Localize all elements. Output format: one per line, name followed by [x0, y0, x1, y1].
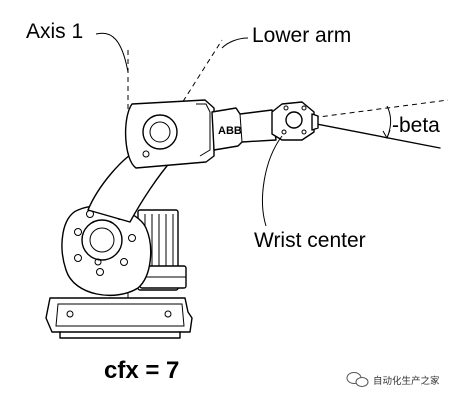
axis1-leader	[95, 32, 129, 73]
beta-arrowhead	[382, 129, 391, 140]
beta-tool-line	[295, 119, 441, 149]
beta-reference-line	[295, 99, 449, 121]
axis1-label: Axis 1	[26, 20, 83, 43]
axis2-housing	[61, 205, 152, 296]
wrist-assembly	[271, 101, 319, 141]
wechat-icon	[346, 372, 369, 387]
forearm-tube: ABB	[211, 107, 277, 151]
abb-logo-text: ABB	[218, 125, 242, 137]
robot-base	[45, 297, 193, 339]
beta-label: -beta	[392, 114, 440, 137]
wrist-center-leader	[262, 135, 283, 227]
watermark-text: 自动化生产之家	[373, 375, 440, 387]
upper-arm-housing	[124, 99, 215, 169]
lower-arm-leader	[221, 37, 249, 49]
wrist-center-label: Wrist center	[254, 229, 366, 252]
lower-arm-label: Lower arm	[252, 24, 351, 47]
formula-label: cfx = 7	[104, 357, 179, 384]
